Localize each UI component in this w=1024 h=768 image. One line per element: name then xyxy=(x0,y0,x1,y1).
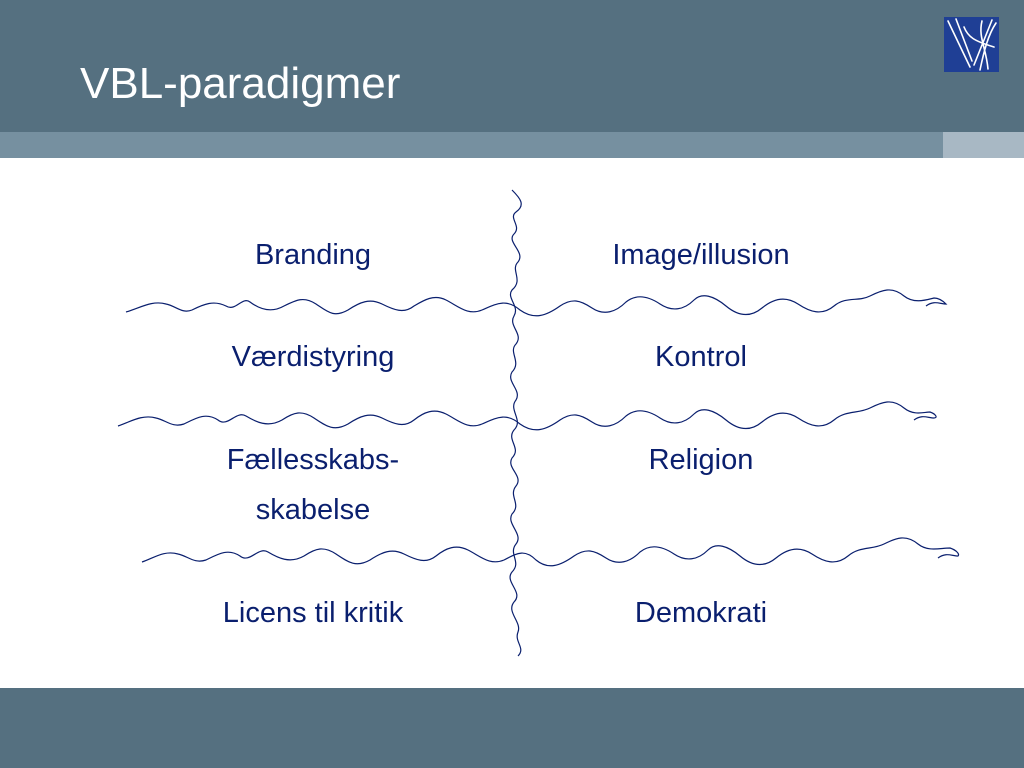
horizontal-squiggle-3 xyxy=(141,537,960,567)
header-band-accent xyxy=(943,132,1024,158)
paradigm-right-2: Kontrol xyxy=(541,332,861,382)
paradigm-left-2: Værdistyring xyxy=(153,332,473,382)
paradigm-right-3-text: Religion xyxy=(648,444,754,476)
horizontal-squiggle-2 xyxy=(117,401,937,431)
paradigm-left-1-text: Branding xyxy=(254,239,372,271)
paradigm-left-1: Branding xyxy=(153,230,473,280)
paradigm-right-1-text: Image/illusion xyxy=(612,239,790,271)
paradigm-right-4: Demokrati xyxy=(541,588,861,638)
paradigm-right-4-text: Demokrati xyxy=(634,597,768,629)
slide-title: VBL-paradigmer xyxy=(80,59,401,108)
slide-footer xyxy=(0,688,1024,768)
horizontal-squiggle-1 xyxy=(125,289,948,317)
paradigm-left-4-text: Licens til kritik xyxy=(222,597,404,629)
paradigm-left-4: Licens til kritik xyxy=(153,588,473,638)
paradigm-right-3: Religion xyxy=(541,435,861,485)
paradigm-right-1: Image/illusion xyxy=(541,230,861,280)
paradigm-left-3-line-2: skabelse xyxy=(255,494,371,526)
header-band xyxy=(0,132,943,158)
slide-header: VBL-paradigmer xyxy=(0,0,1024,132)
paradigm-left-3: Fællesskabs- skabelse xyxy=(153,435,473,535)
paradigm-left-3-line-1: Fællesskabs- xyxy=(226,444,400,476)
paradigm-right-2-text: Kontrol xyxy=(655,341,747,373)
vertical-squiggle xyxy=(509,189,522,657)
paradigm-left-2-text: Værdistyring xyxy=(231,341,395,373)
logo-icon xyxy=(944,17,999,72)
